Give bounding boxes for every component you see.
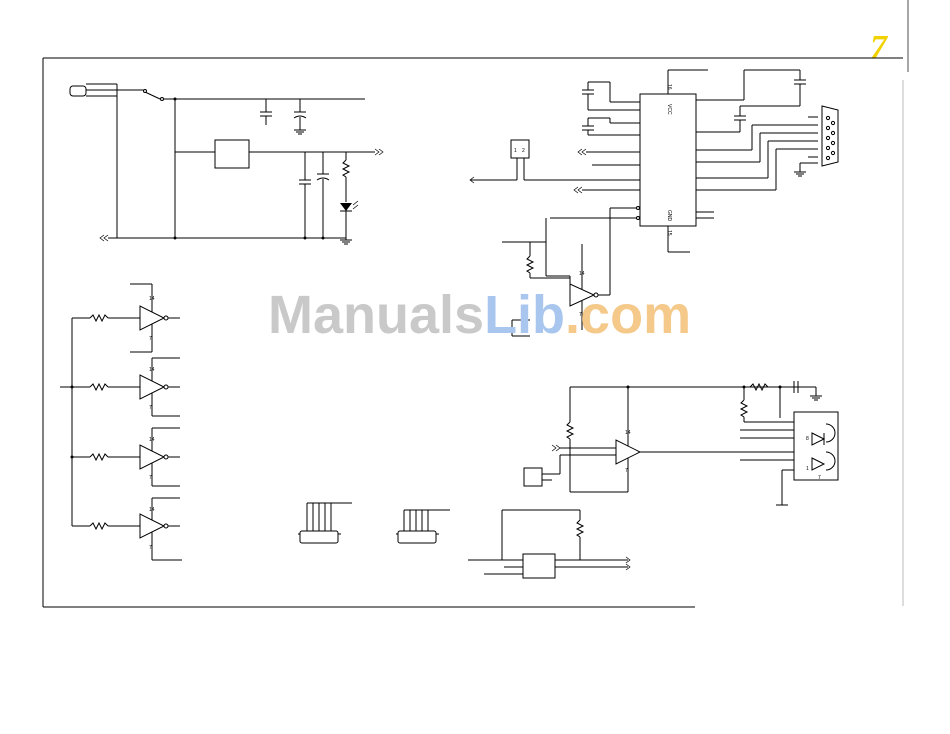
- pin-label: 15: [666, 230, 672, 236]
- buffer-array: 14 7 14 7: [60, 284, 182, 560]
- pin-label: 14: [579, 271, 585, 277]
- header-connector: [396, 510, 450, 543]
- pin-label: 1: [806, 466, 809, 472]
- dc-jack: [70, 86, 86, 96]
- resistor: [90, 315, 108, 321]
- header-connector: [298, 503, 352, 543]
- watermark-manuals: Manuals: [268, 285, 484, 345]
- resistor: [567, 422, 573, 439]
- pin-label: 14: [625, 430, 631, 436]
- net-flag-arrow: [578, 149, 586, 155]
- voltage-regulator: [215, 140, 249, 168]
- pin-label: 7: [149, 545, 152, 551]
- logic-ic-section: [468, 510, 630, 578]
- net-flag-arrow: [100, 235, 108, 241]
- net-flag-arrow: [626, 557, 630, 570]
- resistor: [741, 400, 747, 417]
- net-flag-arrow: [574, 187, 582, 193]
- pin-label: 2: [522, 148, 525, 154]
- pin-label: 14: [149, 507, 155, 513]
- pin-label: 16: [666, 84, 672, 90]
- buffer-gate: 14 7: [72, 284, 180, 352]
- pin-label-vcc: VCC: [666, 104, 672, 115]
- watermark-com: .com: [565, 285, 691, 345]
- watermark-lib: Lib: [484, 285, 565, 345]
- pin-label-gnd: GND: [666, 210, 672, 222]
- db9-serial-connector: [822, 106, 838, 166]
- chapter-mark-logo: 7: [868, 0, 908, 606]
- resistor: [577, 520, 583, 537]
- power-supply-section: [70, 84, 383, 244]
- pin-label: 7: [149, 475, 152, 481]
- resistor: [527, 256, 533, 273]
- rs232-driver-section: VCC GND 16 15: [470, 70, 838, 252]
- watermark: ManualsLib.com: [268, 285, 691, 345]
- resistor: [90, 523, 108, 529]
- pin-label: 7: [818, 475, 821, 481]
- pin-label: 1: [514, 148, 517, 154]
- logic-ic: [523, 554, 555, 578]
- resistor: [343, 160, 349, 177]
- optical-sensor-section: 8 1 7 14 7: [524, 381, 838, 505]
- chapter-number: 7: [870, 29, 889, 66]
- led: [340, 203, 352, 211]
- resistor: [90, 454, 108, 460]
- buffer-gate: 14 7: [72, 358, 180, 416]
- buffer-gate: 14 7: [72, 498, 182, 560]
- pin-label: 14: [149, 296, 155, 302]
- pin-label: 7: [149, 336, 152, 342]
- resistor: [90, 384, 108, 390]
- trim-component: [524, 468, 542, 486]
- svg-text:ManualsLib.com: ManualsLib.com: [268, 285, 691, 345]
- power-switch: [145, 92, 160, 99]
- net-flag-arrow: [552, 445, 560, 451]
- net-flag-arrow: [375, 149, 383, 155]
- pin-label: 8: [806, 436, 809, 442]
- buffer-gate: 14 7: [72, 428, 180, 486]
- pin-label: 7: [149, 405, 152, 411]
- photo-interrupter: [794, 412, 838, 480]
- pin-label: 14: [149, 367, 155, 373]
- pin-label: 7: [625, 468, 628, 474]
- pin-label: 14: [149, 437, 155, 443]
